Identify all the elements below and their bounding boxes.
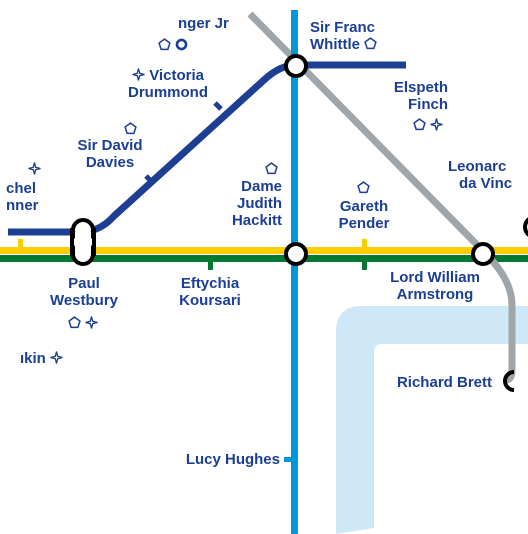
light-blue-line (291, 10, 298, 534)
cross-icon (50, 351, 63, 364)
station-label-victoria-drummond[interactable]: Victoria Drummond (128, 67, 208, 101)
tick-gareth-pender-yellow (362, 239, 367, 247)
station-label-elspeth-finch[interactable]: Elspeth Finch (393, 79, 448, 113)
station-icons-ranger-jr (158, 37, 188, 51)
cross-icon (132, 68, 145, 81)
tick-sir-david-davies (144, 174, 154, 184)
station-label-lord-william-armstrong[interactable]: Lord William Armstrong (390, 269, 480, 303)
river (336, 306, 528, 534)
station-label-sir-david-davies[interactable]: Sir David Davies (77, 137, 143, 171)
tick-eftychia-koursari (208, 262, 213, 270)
tick-victoria-drummond (213, 101, 223, 111)
accessible-icon (68, 315, 81, 328)
interchange-ring (284, 242, 308, 266)
grey-line (247, 11, 516, 384)
station-icons-paul-westbury (68, 315, 99, 329)
ring-icon (176, 38, 188, 50)
interchange-ring (284, 54, 308, 78)
accessible-icon (265, 161, 278, 174)
station-label-paul-westbury[interactable]: Paul Westbury (49, 275, 119, 309)
accessible-icon (124, 121, 137, 134)
green-line (0, 255, 528, 262)
station-icons-rachel-skinner (28, 161, 41, 175)
tick-lucy-hughes (284, 457, 291, 462)
tick-rachel-skinner (18, 239, 23, 247)
accessible-icon (158, 37, 171, 50)
accessible-icon (413, 117, 426, 130)
station-label-lucy-hughes[interactable]: Lucy Hughes (185, 451, 280, 468)
accessible-icon (357, 180, 370, 193)
yellow-line (0, 247, 528, 254)
station-icons-elspeth-finch (413, 117, 444, 131)
interchange-connector-fill (75, 232, 91, 252)
cross-icon (28, 161, 41, 175)
station-label-richard-brett[interactable]: Richard Brett (396, 374, 492, 391)
station-label-gareth-pender[interactable]: Gareth Pender (338, 198, 390, 232)
cross-icon (85, 315, 99, 329)
interchange-ring (523, 217, 528, 237)
accessible-icon (364, 37, 377, 50)
station-label-dame-judith-hackitt[interactable]: Dame Judith Hackitt (231, 178, 282, 229)
cross-icon (430, 117, 444, 131)
interchange-ring (503, 370, 515, 392)
station-icons-dame-judith-hackitt (265, 161, 278, 175)
station-label-eftychia-koursari[interactable]: Eftychia Koursari (179, 275, 241, 309)
station-label-sir-francis-whittle[interactable]: Sir Franc Whittle (310, 19, 377, 53)
interchange-ring (471, 242, 495, 266)
station-icons-sir-david-davies (124, 121, 137, 135)
station-label-leonardo-da-vinci[interactable]: Leonarc da Vinc (448, 158, 513, 192)
station-label-ranger-jr[interactable]: nger Jr (178, 15, 229, 32)
station-icons-gareth-pender (357, 180, 370, 194)
station-label-rachel-skinner[interactable]: chel nner (6, 180, 39, 214)
station-label-larkin[interactable]: ıkin (20, 350, 63, 367)
tick-gareth-pender-green (362, 262, 367, 270)
